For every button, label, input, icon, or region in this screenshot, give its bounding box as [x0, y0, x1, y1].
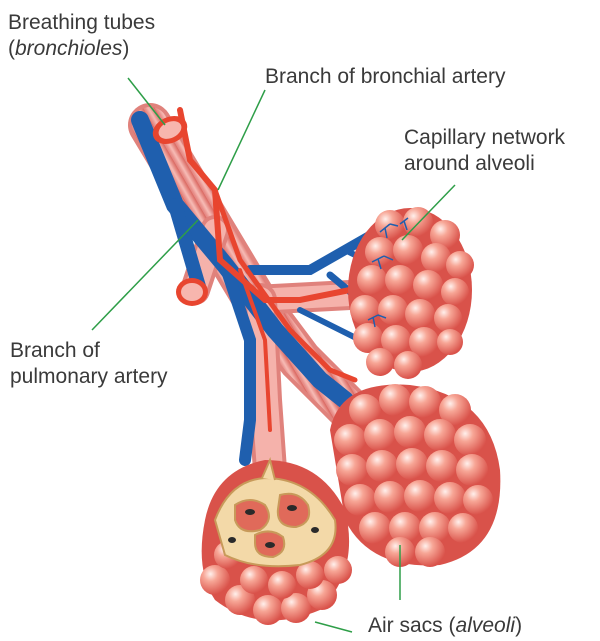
lower-alveoli-cluster: [330, 384, 500, 567]
label-capillary-line2: around alveoli: [404, 151, 565, 177]
label-breathing-tubes-line1: Breathing tubes: [8, 10, 155, 36]
label-alveoli-term: alveoli: [456, 614, 516, 637]
label-bronchioles-term: bronchioles: [15, 37, 122, 60]
label-bronchial-artery: Branch of bronchial artery: [265, 64, 505, 90]
label-pulmonary-line1: Branch of: [10, 338, 168, 364]
cutaway-alveoli-cluster: [200, 460, 352, 625]
leader-bronchial-artery: [218, 90, 265, 190]
leader-pulmonary-artery: [92, 220, 198, 330]
label-capillary-line1: Capillary network: [404, 125, 565, 151]
label-air-sacs-prefix: Air sacs (: [368, 614, 456, 637]
label-pulmonary-line2: pulmonary artery: [10, 364, 168, 390]
label-breathing-tubes-line2: (bronchioles): [8, 36, 155, 62]
label-bronchial-artery-text: Branch of bronchial artery: [265, 64, 505, 90]
leader-alveoli-bottom: [315, 622, 352, 632]
label-capillary-network: Capillary network around alveoli: [404, 125, 565, 177]
label-close-paren: ): [122, 37, 129, 60]
label-open-paren: (: [8, 37, 15, 60]
upper-alveoli-cluster: [348, 207, 474, 379]
label-pulmonary-artery: Branch of pulmonary artery: [10, 338, 168, 390]
label-breathing-tubes: Breathing tubes (bronchioles): [8, 10, 155, 62]
label-air-sacs-suffix: ): [515, 614, 522, 637]
label-air-sacs: Air sacs (alveoli): [368, 613, 522, 639]
